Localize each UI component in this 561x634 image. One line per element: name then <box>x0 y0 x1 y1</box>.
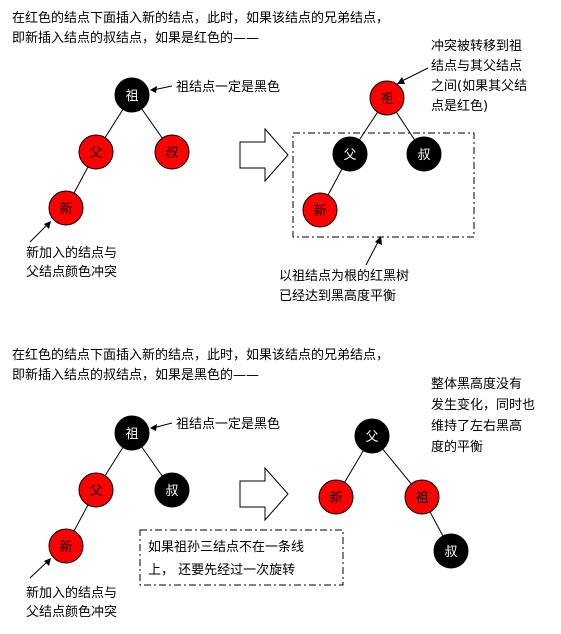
node-grand <box>114 77 150 113</box>
bottom-right-tree: 父 新 祖 叔 <box>318 418 469 569</box>
b-node-parent <box>78 472 114 508</box>
top-right-note-arrowhead <box>397 77 405 84</box>
top-conflict-line-2: 父结点颜色冲突 <box>26 264 117 280</box>
b-node-r-root-label: 父 <box>365 430 378 445</box>
b-node-r-right-label: 祖 <box>415 491 428 506</box>
bottom-right-note-line-1: 整体黑高度没有 <box>431 376 522 392</box>
top-conflict-line-1: 新加入的结点与 <box>26 245 117 261</box>
node-r-new-label: 新 <box>313 203 326 219</box>
node-r-new <box>302 192 338 228</box>
node-new <box>48 190 84 226</box>
bottom-conflict-line-1: 新加入的结点与 <box>26 585 117 601</box>
bottom-right-note-line-2: 发生变化，同时也 <box>431 397 535 413</box>
bottom-rotation-box <box>139 529 344 586</box>
top-left-tree: 祖 父 叔 新 <box>48 77 190 226</box>
bottom-grand-note: 祖结点一定是黑色 <box>176 416 280 432</box>
b-node-r-left-label: 新 <box>329 490 342 506</box>
bottom-rotation-line-2: 上， 还要先经过一次旋转 <box>148 562 295 578</box>
top-balance-arrowhead <box>375 236 382 245</box>
bottom-rotation-line-1: 如果祖孙三结点不在一条线 <box>148 539 304 555</box>
top-balance-pointer <box>365 239 380 266</box>
b-node-grand <box>114 415 150 451</box>
top-right-note-line-1: 冲突被转移到祖 <box>431 38 522 54</box>
b-node-r-root <box>354 418 390 454</box>
bottom-transition-arrow <box>239 466 289 522</box>
top-right-note-line-2: 结点与其父结点 <box>431 59 522 74</box>
top-balance-line-2: 已经达到黑高度平衡 <box>279 288 396 304</box>
bottom-conflict-line-2: 父结点颜色冲突 <box>26 604 117 620</box>
b-node-new-label: 新 <box>59 539 72 555</box>
top-section: 在红色的结点下面插入新的结点，此时，如果该结点的兄弟结点， 即新插入结点的叔结点… <box>12 10 527 304</box>
top-heading-line-2: 即新插入结点的叔结点，如果是红色的—— <box>12 30 259 46</box>
node-uncle <box>154 134 190 170</box>
node-parent <box>78 134 114 170</box>
top-balance-line-1: 以祖结点为根的红黑树 <box>279 268 409 284</box>
node-new-label: 新 <box>59 201 72 217</box>
node-parent-label: 父 <box>89 146 102 161</box>
bottom-right-note-line-4: 度的平衡 <box>431 439 483 455</box>
top-conflict-pointer <box>29 223 49 243</box>
bottom-conflict-pointer <box>29 560 49 579</box>
top-transition-arrow <box>239 127 289 183</box>
b-node-grand-label: 祖 <box>125 427 138 442</box>
top-right-note-pointer <box>399 67 429 83</box>
bottom-left-tree: 祖 父 叔 新 <box>48 415 190 564</box>
bottom-right-note-line-3: 维持了左右黑高 <box>431 418 522 434</box>
b-node-uncle-label: 叔 <box>165 484 178 499</box>
node-r-uncle-label: 叔 <box>417 148 430 163</box>
b-node-uncle <box>154 472 190 508</box>
top-grand-note: 祖结点一定是黑色 <box>176 79 280 95</box>
top-grand-note-arrowhead <box>150 86 157 93</box>
b-node-parent-label: 父 <box>89 484 102 499</box>
node-grand-label: 祖 <box>125 89 138 104</box>
top-conflict-arrowhead <box>44 221 51 229</box>
top-right-note-line-3: 之间(如果其父结 <box>431 78 527 94</box>
top-heading-line-1: 在红色的结点下面插入新的结点，此时，如果该结点的兄弟结点， <box>12 10 389 26</box>
bottom-grand-note-arrowhead <box>150 424 157 431</box>
bottom-heading-line-1: 在红色的结点下面插入新的结点，此时，如果该结点的兄弟结点， <box>12 347 389 363</box>
node-uncle-label: 叔 <box>165 146 178 161</box>
bottom-section: 在红色的结点下面插入新的结点，此时，如果该结点的兄弟结点， 即新插入结点的叔结点… <box>12 347 535 620</box>
node-r-uncle <box>406 136 442 172</box>
b-node-r-right <box>404 479 440 515</box>
bottom-heading-line-2: 即新插入结点的叔结点，如果是黑色的—— <box>12 367 259 383</box>
node-r-grand <box>369 80 405 116</box>
top-right-tree: 祖 父 叔 新 <box>302 80 442 228</box>
b-node-new <box>48 528 84 564</box>
node-r-grand-label: 祖 <box>380 92 393 107</box>
b-node-r-left <box>318 479 354 515</box>
top-right-note-line-4: 点是红色) <box>431 98 488 114</box>
node-r-parent-label: 父 <box>343 148 356 163</box>
top-balanced-subtree-box <box>292 132 475 238</box>
b-node-r-right-child-label: 叔 <box>444 545 457 560</box>
node-r-parent <box>332 136 368 172</box>
b-node-r-right-child <box>433 533 469 569</box>
bottom-conflict-arrowhead <box>44 558 51 566</box>
